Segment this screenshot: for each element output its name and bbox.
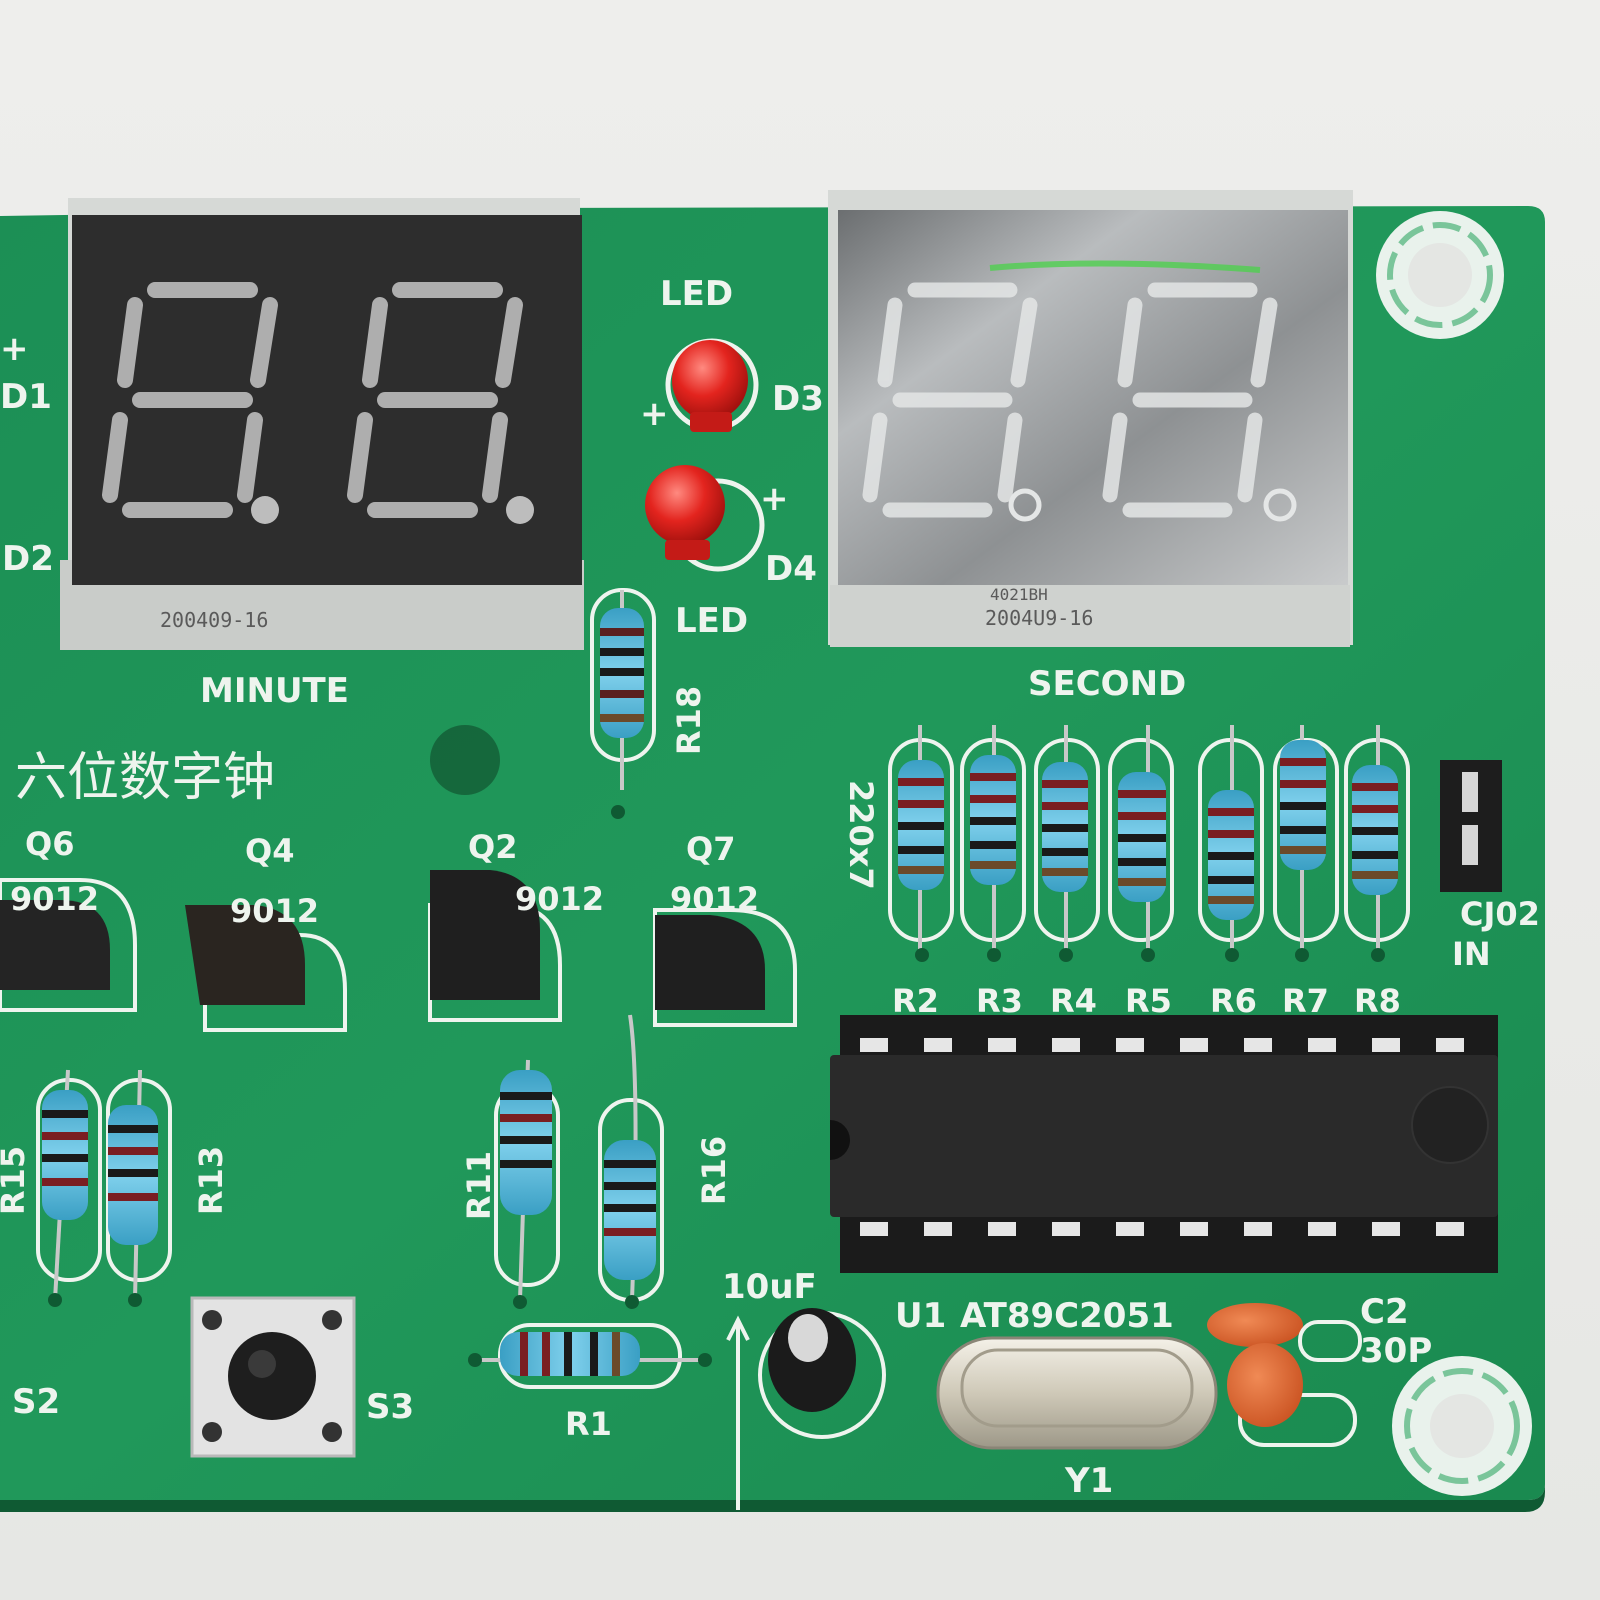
resistor-r11 [494, 1059, 560, 1301]
ic-u1-pins-bottom [860, 1222, 1464, 1236]
d1-plus: + [0, 329, 29, 369]
resistor-r13 [106, 1069, 172, 1301]
resistor-r6 [1198, 725, 1264, 955]
transistor-q2 [428, 870, 562, 1022]
board-title-cn: 六位数字钟 [15, 748, 275, 808]
r5-label: R5 [1125, 982, 1172, 1020]
d1-label: D1 [0, 377, 52, 417]
q2-part: 9012 [515, 880, 604, 918]
q6-part: 9012 [10, 880, 99, 918]
u1-ref: U1 [895, 1296, 946, 1336]
led-label-bottom: LED [675, 601, 748, 641]
r6-label: R6 [1210, 982, 1257, 1020]
c2-ref: C2 [1360, 1292, 1409, 1332]
transistor-q6 [0, 878, 137, 1012]
q2-ref: Q2 [468, 828, 517, 866]
y1-label: Y1 [1064, 1461, 1113, 1501]
seven-segment-display-minute: 200409-16 [60, 198, 584, 650]
c2-value: 30P [1360, 1331, 1432, 1371]
capacitor-c2a [1207, 1303, 1303, 1347]
resistor-r3 [960, 725, 1026, 955]
resistor-r2 [888, 725, 954, 955]
q4-part: 9012 [230, 892, 319, 930]
r3-label: R3 [976, 982, 1023, 1020]
d2-label: D2 [2, 539, 54, 579]
r15-label: R15 [0, 1146, 32, 1215]
mounting-hole-top-right [1376, 211, 1504, 339]
d3-plus: + [640, 394, 669, 434]
d4-label: D4 [765, 549, 817, 589]
q4-ref: Q4 [245, 832, 294, 870]
r13-label: R13 [192, 1146, 230, 1215]
display-stamp-right: 2004U9-16 [985, 606, 1093, 630]
led-label-top: LED [660, 274, 733, 314]
connector-cj02 [1440, 760, 1502, 892]
resistor-r18 [590, 588, 656, 790]
resistor-r1 [475, 1323, 705, 1389]
s2-label: S2 [12, 1382, 60, 1422]
capacitor-c3 [758, 1308, 886, 1439]
led-d3 [665, 338, 759, 432]
d4-plus: + [760, 479, 789, 519]
d3-label: D3 [772, 379, 824, 419]
q7-part: 9012 [670, 880, 759, 918]
cj02-ref: CJ02 [1460, 895, 1540, 933]
display-stamp-right-top: 4021BH [990, 585, 1048, 604]
transistor-q4 [185, 905, 347, 1032]
resistor-r7 [1273, 725, 1339, 955]
mounting-hole-bottom-right [1392, 1356, 1532, 1496]
resistor-r8 [1344, 725, 1410, 955]
cj02-label: IN [1452, 935, 1491, 973]
s3-label: S3 [366, 1387, 414, 1427]
seven-segment-display-second: 4021BH 2004U9-16 [828, 190, 1353, 647]
vias [48, 805, 1385, 1367]
transistor-q7 [653, 908, 797, 1027]
capacitor-c2b [1227, 1343, 1357, 1447]
r1-label: R1 [565, 1405, 612, 1443]
r2-label: R2 [892, 982, 939, 1020]
display-stamp-left: 200409-16 [160, 608, 268, 632]
resistor-r15 [36, 1069, 102, 1301]
minute-label: MINUTE [200, 671, 349, 711]
second-label: SECOND [1028, 664, 1186, 704]
q7-ref: Q7 [686, 830, 735, 868]
u1-part: AT89C2051 [960, 1296, 1174, 1336]
switch-s3 [190, 1296, 356, 1458]
led-d4 [645, 465, 765, 572]
r7-label: R7 [1282, 982, 1329, 1020]
resistor-r5 [1108, 725, 1174, 955]
r4-label: R4 [1050, 982, 1097, 1020]
r11-label: R11 [460, 1151, 498, 1220]
ic-u1-pins-top [860, 1038, 1464, 1052]
resistor-network-value: 220x7 [842, 780, 880, 890]
r18-label: R18 [670, 686, 708, 755]
crystal-y1 [936, 1336, 1218, 1450]
r16-label: R16 [695, 1136, 733, 1205]
pcb-edge [0, 1484, 1545, 1512]
r8-label: R8 [1354, 982, 1401, 1020]
q6-ref: Q6 [25, 825, 74, 863]
resistor-r16 [598, 1014, 664, 1302]
resistor-r4 [1034, 725, 1100, 955]
c3-value: 10uF [722, 1267, 817, 1307]
